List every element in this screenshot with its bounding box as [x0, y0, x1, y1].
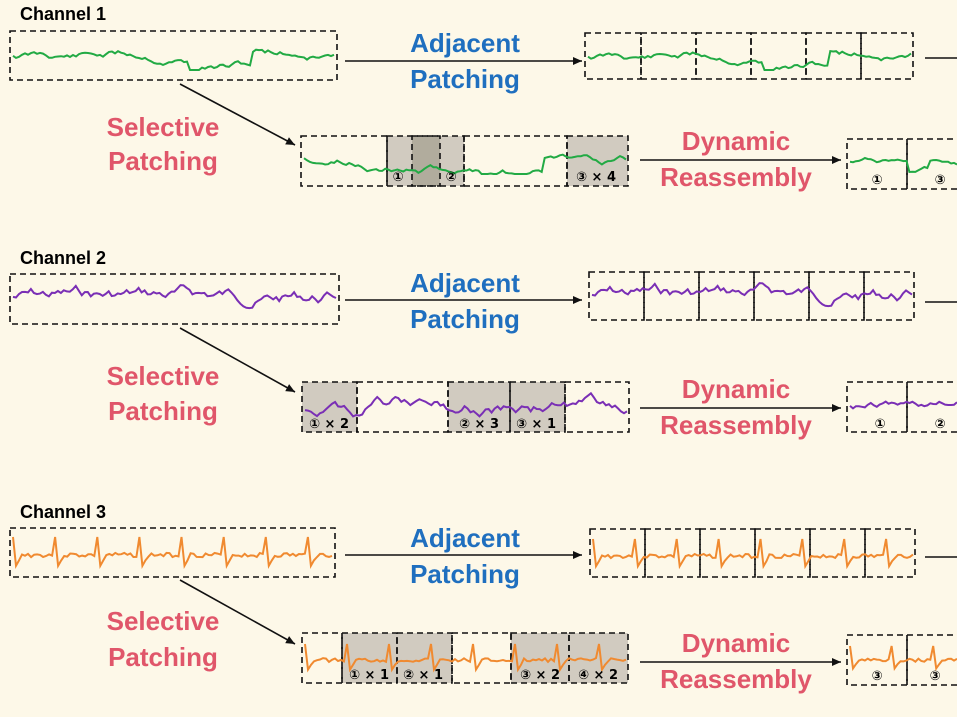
selective-label-line2: Patching — [108, 642, 218, 672]
adjacent-label-line1: Adjacent — [410, 268, 520, 298]
selective-patch — [566, 135, 629, 187]
selected-patch-highlight — [510, 382, 565, 432]
reassembled-patch — [906, 138, 957, 190]
adjacent-series-line — [591, 282, 913, 308]
reassembled-series-line — [849, 645, 957, 672]
reassembled-series-line — [849, 400, 957, 410]
adjacent-patch — [643, 271, 700, 321]
patch-badge: ③ × 1 — [516, 417, 556, 432]
adjacent-label-line2: Patching — [410, 64, 520, 94]
adjacent-patch — [644, 528, 701, 578]
adjacent-label-line1: Adjacent — [410, 523, 520, 553]
adjacent-label-line1: Adjacent — [410, 28, 520, 58]
adjacent-patch — [808, 271, 865, 321]
selective-patch — [451, 632, 512, 684]
adjacent-patch — [589, 528, 646, 578]
adjacent-patch — [698, 271, 755, 321]
selective-label-line1: Selective — [107, 112, 220, 142]
adjacent-patch — [588, 271, 645, 321]
channel-3-section: Channel 3 Adjacent Patching Selective Pa… — [9, 502, 957, 694]
patch-badge: ③ — [929, 669, 940, 684]
selected-patch-highlight — [387, 136, 412, 186]
reassembled-series-line — [849, 156, 957, 174]
dynamic-label-line2: Reassembly — [660, 410, 812, 440]
adjacent-patch — [809, 528, 866, 578]
selective-label-line1: Selective — [107, 606, 220, 636]
dynamic-label-line2: Reassembly — [660, 162, 812, 192]
patch-badge: ③ × 4 — [576, 170, 616, 185]
adjacent-series-line — [587, 49, 912, 71]
channel-title: Channel 1 — [20, 4, 106, 24]
dynamic-label-line1: Dynamic — [682, 374, 790, 404]
patch-badge: ② — [934, 417, 945, 432]
selective-patches — [301, 381, 630, 433]
selective-patch — [300, 135, 388, 187]
patch-badge: ① — [874, 417, 885, 432]
selected-patch-highlight — [342, 633, 397, 683]
patch-badge: ① × 1 — [349, 668, 389, 683]
selective-label-line2: Patching — [108, 396, 218, 426]
dynamic-label-line1: Dynamic — [682, 628, 790, 658]
patch-badge: ④ × 2 — [578, 668, 618, 683]
channel-title: Channel 2 — [20, 248, 106, 268]
selective-patch — [447, 381, 511, 433]
selective-label-line2: Patching — [108, 146, 218, 176]
patch-badge: ① × 2 — [309, 417, 349, 432]
selected-patch-highlight — [448, 382, 510, 432]
patch-badge: ② × 1 — [403, 668, 443, 683]
selective-arrow — [179, 579, 296, 645]
selective-patches — [301, 632, 629, 684]
reassembled-patch — [906, 381, 957, 433]
selective-series-line — [303, 153, 627, 175]
selective-patch — [463, 135, 568, 187]
channel-2-section: Channel 2 Adjacent Patching Selective Pa… — [9, 248, 957, 440]
raw-series-box — [9, 527, 336, 578]
selective-label-line1: Selective — [107, 361, 220, 391]
raw-series-line — [12, 284, 337, 310]
channel-1-section: Channel 1 Adjacent Patching Selective Pa… — [9, 4, 957, 192]
adjacent-patch — [584, 32, 642, 80]
adjacent-patches — [588, 271, 915, 321]
patch-badge: ① — [871, 173, 882, 188]
adjacent-patch — [750, 32, 807, 80]
channel-title: Channel 3 — [20, 502, 106, 522]
adjacent-label-line2: Patching — [410, 559, 520, 589]
selective-patch — [386, 135, 441, 187]
selected-patch-highlight — [440, 136, 464, 186]
adjacent-series-line — [592, 538, 914, 570]
dynamic-label-line1: Dynamic — [682, 126, 790, 156]
adjacent-label-line2: Patching — [410, 304, 520, 334]
adjacent-patch — [863, 271, 915, 321]
selective-patch — [411, 135, 465, 187]
raw-series-line — [12, 48, 335, 71]
dynamic-label-line2: Reassembly — [660, 664, 812, 694]
adjacent-patch — [699, 528, 756, 578]
patch-badge: ③ × 2 — [520, 668, 560, 683]
selective-patch — [564, 381, 630, 433]
selective-series-line — [304, 391, 628, 418]
patch-badge: ② — [445, 170, 456, 185]
adjacent-patch — [754, 528, 811, 578]
selective-patch — [356, 381, 449, 433]
adjacent-patches — [589, 528, 916, 578]
selective-arrow — [179, 327, 296, 393]
raw-series-box — [9, 30, 338, 81]
patch-badge: ① — [392, 170, 403, 185]
patch-badge: ② × 3 — [459, 417, 499, 432]
patch-badge: ③ — [934, 173, 945, 188]
raw-series-line — [12, 536, 333, 570]
selective-arrow — [179, 83, 296, 146]
raw-series-box — [9, 273, 340, 325]
adjacent-patch — [753, 271, 810, 321]
adjacent-patch — [864, 528, 916, 578]
selective-series-line — [304, 643, 627, 673]
patch-badge: ③ — [871, 669, 882, 684]
adjacent-patch — [805, 32, 862, 80]
selected-patch-highlight — [412, 136, 440, 186]
selective-patch — [301, 381, 358, 433]
selective-patches — [300, 135, 629, 187]
